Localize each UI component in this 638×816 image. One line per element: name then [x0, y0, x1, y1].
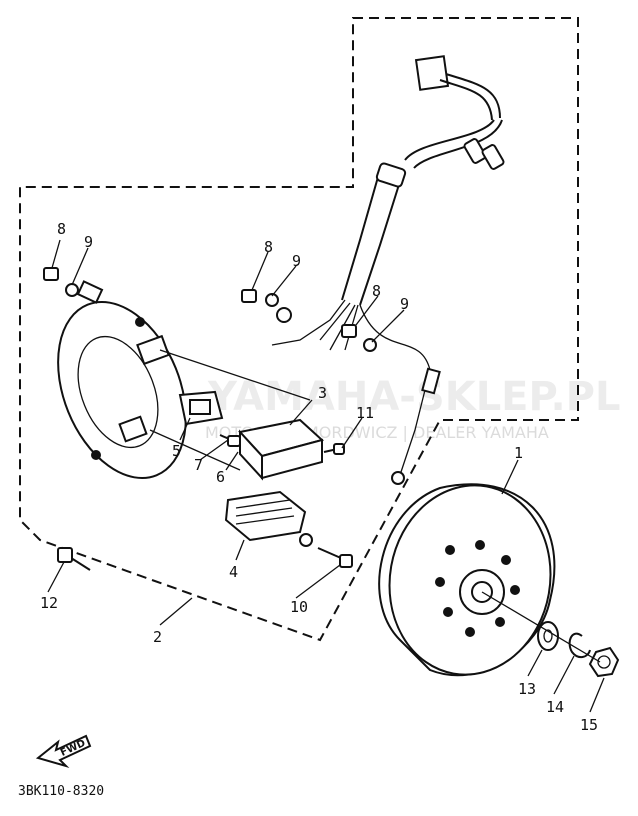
callout-5: 5	[172, 442, 181, 460]
callout-6: 6	[216, 468, 225, 486]
assembly-boundary	[19, 17, 579, 642]
callout-4: 4	[229, 563, 238, 581]
rotor-lock-washer	[568, 632, 591, 658]
callout-14: 14	[546, 698, 564, 716]
callout-10: 10	[290, 598, 308, 616]
watermark: YAMAHA-SKLEP.PL	[207, 374, 620, 420]
callout-1: 1	[514, 444, 523, 462]
rotor-washer	[537, 621, 559, 651]
pickup-coil	[178, 390, 224, 426]
wire-harness	[271, 55, 505, 485]
source-coil	[224, 490, 307, 542]
fasteners	[43, 267, 377, 571]
fwd-arrow: FWD	[35, 734, 92, 769]
rotor-nut	[588, 646, 620, 678]
harness-grommet	[375, 162, 407, 188]
callout-9: 9	[400, 295, 409, 313]
callout-12: 12	[40, 594, 58, 612]
callout-2: 2	[153, 628, 162, 646]
leader-lines	[47, 239, 605, 713]
stator-base-plate	[57, 300, 311, 480]
callout-8: 8	[264, 238, 273, 256]
charging-coil	[238, 418, 325, 481]
callout-15: 15	[580, 716, 598, 734]
callout-9: 9	[292, 252, 301, 270]
callout-13: 13	[518, 680, 536, 698]
callout-8: 8	[57, 220, 66, 238]
rotor-axis-line	[481, 591, 601, 663]
flywheel-rotor	[378, 483, 556, 677]
callout-9: 9	[84, 233, 93, 251]
callout-7: 7	[194, 456, 203, 474]
callout-3: 3	[318, 384, 327, 402]
harness-connector	[414, 55, 450, 91]
drawing-code: 3BK110-8320	[18, 784, 104, 799]
callout-11: 11	[356, 404, 374, 422]
callout-8: 8	[372, 282, 381, 300]
